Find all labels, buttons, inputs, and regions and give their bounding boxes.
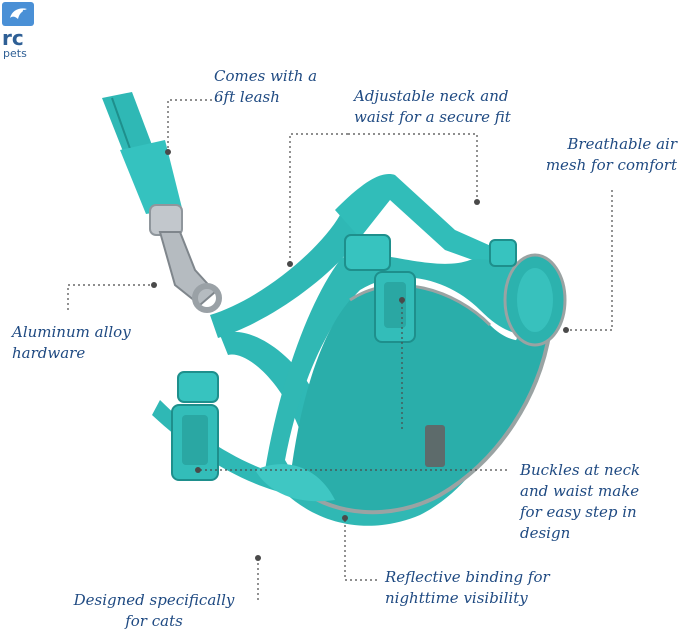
fleece-lining xyxy=(255,464,335,502)
neck-buckle xyxy=(344,234,416,343)
callout-mesh: Breathable air mesh for comfort xyxy=(545,135,677,174)
brand-tag xyxy=(425,425,445,467)
reflective-trim xyxy=(288,329,552,515)
logo-subtext: pets xyxy=(3,47,27,60)
callout-leash: Comes with a 6ft leash xyxy=(214,67,318,106)
shoulder-slider xyxy=(489,239,517,267)
shoulder-strap xyxy=(335,174,500,268)
leash-clip-ring xyxy=(149,204,183,236)
neck-strap xyxy=(210,215,365,338)
logo-text: rc xyxy=(2,26,24,50)
leader-lines xyxy=(67,99,613,600)
callout-reflective: Reflective binding for nighttime visibil… xyxy=(385,568,550,607)
leader-dots xyxy=(151,149,569,561)
rc-pets-logo: rc pets xyxy=(2,2,36,59)
callout-adjustable: Adjustable neck and waist for a secure f… xyxy=(354,87,511,126)
leash-clip-hook xyxy=(158,231,217,307)
waist-buckle xyxy=(171,371,219,481)
leash-loop xyxy=(120,140,182,214)
d-ring xyxy=(192,283,222,313)
callout-buckles: Buckles at neck and waist make for easy … xyxy=(520,461,641,542)
callout-cats: Designed specifically for cats xyxy=(73,591,235,630)
callout-hardware: Aluminum alloy hardware xyxy=(12,323,131,362)
bird-icon xyxy=(2,2,34,26)
